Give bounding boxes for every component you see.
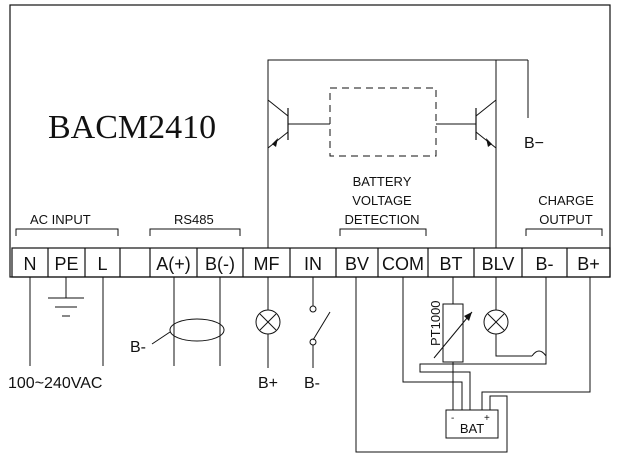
internal-bminus-label: B−: [524, 135, 544, 152]
left-transistor-collector: [267, 99, 289, 117]
terminal-label: PE: [54, 254, 78, 274]
model-title: BACM2410: [48, 109, 216, 146]
wire-crossover-hop: [531, 350, 547, 357]
battery-minus-label: -: [451, 413, 454, 424]
bvd-label-line3: DETECTION: [344, 212, 419, 227]
shield-ellipse-icon: [169, 318, 225, 342]
ac-range-label: 100~240VAC: [8, 375, 102, 392]
blv-lamp-cross-b: [487, 313, 505, 331]
charge-output-label-line2: OUTPUT: [539, 212, 593, 227]
shield-lead: [151, 331, 171, 345]
rs485-bracket: [149, 228, 241, 236]
bvd-label-line2: VOLTAGE: [352, 193, 412, 208]
blv-wire-bottom: [495, 334, 532, 357]
terminal-label: BV: [345, 254, 369, 274]
right-transistor-arrow-icon: [486, 138, 492, 147]
rs485-label: RS485: [174, 212, 214, 227]
bvd-bracket: [339, 228, 427, 236]
pt1000-resistor-icon: [442, 303, 464, 363]
right-transistor-emitter: [475, 131, 497, 149]
charge-bminus-wire: [419, 277, 547, 410]
top-bus-line: [267, 59, 528, 248]
terminal-label: COM: [382, 254, 424, 274]
charge-output-label-line1: CHARGE: [538, 193, 594, 208]
bvd-label-line1: BATTERY: [353, 174, 412, 189]
terminal-label: BT: [439, 254, 462, 274]
terminal-strip: N PE L A(+) B(-) MF IN BV COM BT BLV B- B+: [11, 247, 611, 278]
mf-lamp-cross-b: [259, 313, 277, 331]
terminal-label: IN: [304, 254, 322, 274]
terminal-label: A(+): [156, 254, 191, 274]
mf-bplus-label: B+: [258, 375, 278, 392]
pt1000-arrow-icon: [464, 312, 472, 321]
terminal-label: B-: [536, 254, 554, 274]
left-transistor-arrow-icon: [272, 138, 278, 147]
terminal-label: MF: [254, 254, 280, 274]
in-bminus-label: B-: [304, 375, 320, 392]
terminal-label: N: [24, 254, 37, 274]
com-wire: [402, 277, 463, 410]
battery-label: BAT: [460, 421, 484, 436]
pt1000-arrow-line: [433, 311, 473, 359]
left-transistor-emitter: [267, 131, 289, 149]
terminal-label: B+: [577, 254, 600, 274]
ac-input-bracket: [15, 228, 119, 236]
ac-input-label: AC INPUT: [30, 212, 91, 227]
terminal-label: L: [97, 254, 107, 274]
driver-dashed-box: [329, 87, 437, 157]
battery-plus-label: +: [484, 413, 490, 424]
pt1000-label: PT1000: [428, 300, 443, 346]
bv-wire: [355, 277, 508, 453]
rs485-shield-bminus-label: B-: [130, 339, 146, 356]
charge-output-bracket: [525, 228, 603, 236]
external-wiring: [29, 277, 591, 453]
in-switch-contact-top: [309, 305, 317, 313]
terminal-label: B(-): [205, 254, 235, 274]
battery-box: [445, 409, 499, 439]
right-transistor-collector: [475, 99, 497, 117]
charge-bplus-wire: [481, 277, 591, 410]
terminal-label: BLV: [482, 254, 515, 274]
in-switch-lever-icon: [312, 311, 331, 341]
internal-switch-circuit: [267, 59, 529, 248]
terminal-strip-frame: [11, 247, 611, 278]
